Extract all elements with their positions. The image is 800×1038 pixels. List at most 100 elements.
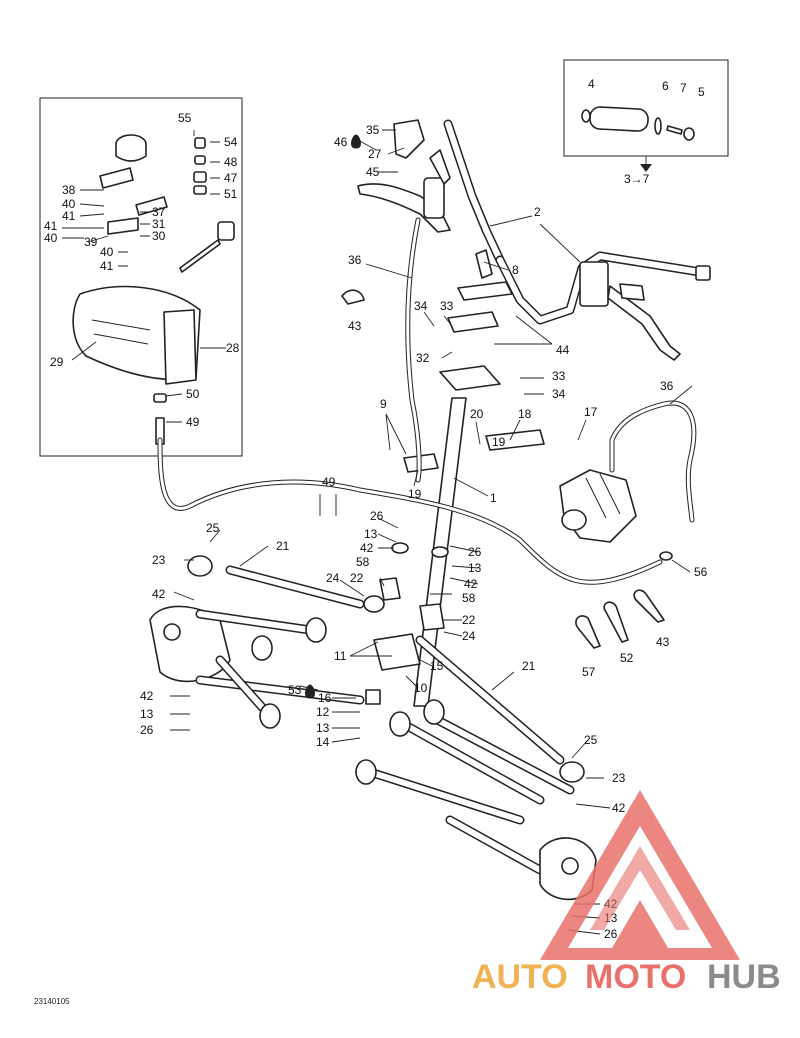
callout-31: 31: [152, 217, 166, 231]
callout-8: 8: [512, 263, 519, 277]
callout-37: 37: [152, 205, 166, 219]
inset-parts: [72, 134, 235, 445]
callout-1: 1: [490, 491, 497, 505]
callout-41: 41: [100, 259, 114, 273]
callout-43: 43: [348, 319, 362, 333]
callout-57: 57: [582, 665, 596, 679]
callout-30: 30: [152, 229, 166, 243]
callout-33: 33: [440, 299, 454, 313]
callout-26: 26: [468, 545, 482, 559]
right-suspension: [355, 699, 597, 901]
callout-23: 23: [612, 771, 626, 785]
callout-7: 7: [680, 81, 687, 95]
carburetor: [559, 400, 697, 543]
callout-9: 9: [380, 397, 387, 411]
callout-42: 42: [152, 587, 166, 601]
grip-kit-parts: [581, 106, 695, 172]
watermark-auto: AUTO: [472, 958, 568, 996]
callout-17: 17: [584, 405, 598, 419]
callout-42: 42: [360, 541, 374, 555]
callout-48: 48: [224, 155, 238, 169]
callout-32: 32: [416, 351, 430, 365]
callout-15: 15: [430, 659, 444, 673]
callout-25: 25: [584, 733, 598, 747]
steering-column: [365, 249, 545, 707]
callout-36: 36: [660, 379, 674, 393]
callout-40: 40: [62, 197, 76, 211]
callout-26: 26: [604, 927, 618, 941]
callout-13: 13: [468, 561, 482, 575]
callout-36: 36: [348, 253, 362, 267]
callout-26: 26: [370, 509, 384, 523]
cable-clamps: [341, 289, 673, 649]
callout-44: 44: [556, 343, 570, 357]
handlebar: [443, 119, 711, 361]
callout-23: 23: [152, 553, 166, 567]
callout-52: 52: [620, 651, 634, 665]
callout-26: 26: [140, 723, 154, 737]
callout-19: 19: [492, 435, 506, 449]
callout-21: 21: [276, 539, 290, 553]
callout-54: 54: [224, 135, 238, 149]
callout-42: 42: [612, 801, 626, 815]
callout-51: 51: [224, 187, 238, 201]
callout-21: 21: [522, 659, 536, 673]
callout-46: 46: [334, 135, 348, 149]
callout-41: 41: [62, 209, 76, 223]
callout-55: 55: [178, 111, 192, 125]
callout-40: 40: [44, 231, 58, 245]
callout-58: 58: [356, 555, 370, 569]
callout-49: 49: [186, 415, 200, 429]
callout-13: 13: [316, 721, 330, 735]
callout-6: 6: [662, 79, 669, 93]
lubricant-symbols: [305, 134, 361, 699]
throttle-cable: [405, 217, 422, 483]
callout-13: 13: [140, 707, 154, 721]
callout-16: 16: [318, 691, 332, 705]
callout-33: 33: [552, 369, 566, 383]
left-suspension: [149, 605, 365, 729]
callout-22: 22: [350, 571, 364, 585]
callout-39: 39: [84, 235, 98, 249]
callout-29: 29: [50, 355, 64, 369]
callout-34: 34: [414, 299, 428, 313]
callout-18: 18: [518, 407, 532, 421]
callout-12: 12: [316, 705, 330, 719]
callout-58: 58: [462, 591, 476, 605]
watermark-text: AUTO MOTO HUB: [472, 958, 781, 996]
callout-5: 5: [698, 85, 705, 99]
callout-28: 28: [226, 341, 240, 355]
callout-34: 34: [552, 387, 566, 401]
watermark-logo: [540, 790, 740, 960]
tie-rods: [187, 555, 585, 783]
callout-38: 38: [62, 183, 76, 197]
callout-11: 11: [334, 649, 347, 663]
callout-42: 42: [140, 689, 154, 703]
callout-49: 49: [322, 475, 336, 489]
callout-41: 41: [44, 219, 58, 233]
callout-4: 4: [588, 77, 595, 91]
inset-box-handlebar-hardware: [39, 97, 243, 457]
callout-24: 24: [326, 571, 340, 585]
callout-27: 27: [368, 147, 382, 161]
callout-53: 53: [288, 683, 302, 697]
callout-45: 45: [366, 165, 380, 179]
callout-2: 2: [534, 205, 541, 219]
callout-47: 47: [224, 171, 238, 185]
callout-25: 25: [206, 521, 220, 535]
callout-10: 10: [414, 681, 428, 695]
callout-43: 43: [656, 635, 670, 649]
drawing-code: 23140105: [34, 997, 70, 1006]
watermark-hub: HUB: [707, 958, 781, 996]
callout-24: 24: [462, 629, 476, 643]
inset-box-grip-kit: [563, 59, 729, 157]
callout-50: 50: [186, 387, 200, 401]
brake-cable: [157, 437, 663, 585]
watermark-moto: MOTO: [585, 958, 686, 996]
callout-42: 42: [464, 577, 478, 591]
inset-ref-label: 3→7: [624, 172, 650, 186]
callout-35: 35: [366, 123, 380, 137]
callout-56: 56: [694, 565, 708, 579]
